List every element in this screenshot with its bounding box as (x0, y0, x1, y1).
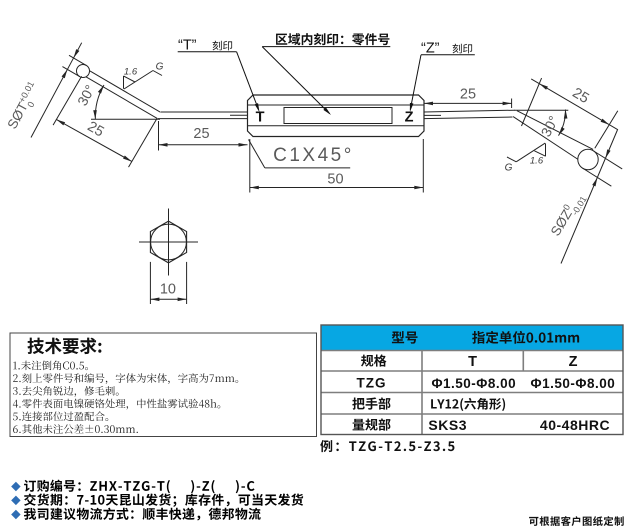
svg-text:Z: Z (569, 354, 578, 370)
svg-text:C1X45°: C1X45° (273, 145, 354, 166)
svg-text:50: 50 (327, 172, 343, 188)
svg-text:40-48HRC: 40-48HRC (540, 417, 610, 433)
svg-text:G: G (505, 163, 513, 174)
svg-text:25: 25 (193, 126, 209, 142)
svg-text:0: 0 (25, 100, 36, 109)
svg-text:TZG: TZG (357, 376, 387, 391)
svg-text:0: 0 (561, 202, 572, 211)
svg-text:30°: 30° (74, 82, 98, 108)
svg-text:10: 10 (160, 282, 176, 298)
svg-text:“Z”: “Z” (421, 41, 440, 57)
svg-text:25: 25 (570, 85, 592, 107)
svg-text:“T”: “T” (178, 38, 197, 54)
svg-text:T: T (468, 354, 477, 370)
svg-text:Z: Z (405, 110, 414, 126)
svg-text:25: 25 (85, 119, 107, 141)
svg-text:T: T (256, 110, 265, 126)
svg-text:Φ1.50-Φ8.00: Φ1.50-Φ8.00 (431, 376, 516, 391)
svg-text:G: G (156, 62, 164, 73)
svg-text:SKS3: SKS3 (428, 417, 467, 433)
svg-text:1.6: 1.6 (530, 156, 544, 167)
svg-text:Φ1.50-Φ8.00: Φ1.50-Φ8.00 (531, 376, 616, 391)
svg-text:1.6: 1.6 (124, 67, 138, 78)
svg-text:25: 25 (460, 87, 476, 103)
